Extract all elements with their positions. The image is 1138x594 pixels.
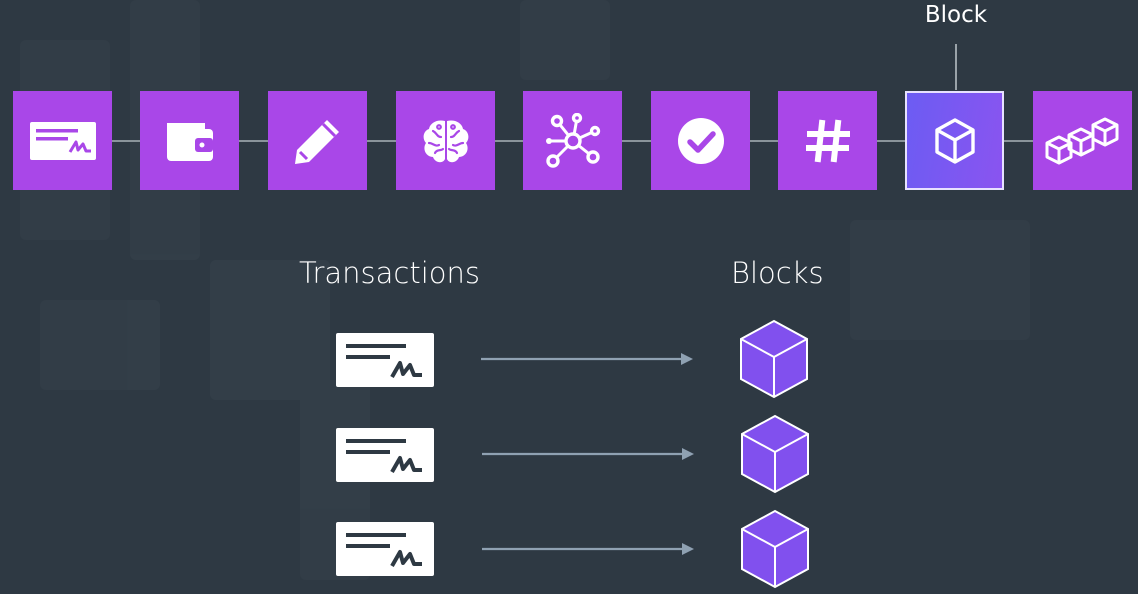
chained-cubes-icon [1045,117,1118,164]
mapping-arrow-2 [482,448,694,460]
step-sign [268,91,367,190]
transaction-card-3 [336,522,434,576]
blocks-heading: Blocks [731,256,824,290]
hash-icon [805,119,850,162]
transaction-card-2 [336,428,434,482]
step-validate [651,91,750,190]
network-nodes-icon [545,112,600,168]
transaction-check-icon [29,121,96,160]
transaction-check-icon [346,533,422,567]
transaction-check-icon [346,439,422,473]
checkmark-circle-icon [677,117,724,164]
wallet-icon [166,122,213,161]
mapping-arrow-3 [482,543,694,555]
block-cube-2 [741,414,809,494]
callout-connector-line [955,44,957,90]
transactions-heading: Transactions [299,256,481,290]
block-cube-3 [741,509,809,589]
step-wallet [140,91,239,190]
transaction-check-icon [346,344,422,378]
step-blockchain [1033,91,1132,190]
step-hash [778,91,877,190]
block-callout-label: Block [924,2,988,28]
block-cube-1 [740,319,808,399]
mapping-arrow-1 [481,353,693,365]
step-transaction [13,91,112,190]
step-block [905,91,1004,190]
brain-icon [423,119,468,162]
step-broadcast [523,91,622,190]
transaction-card-1 [336,333,434,387]
cube-icon [934,117,975,164]
pencil-icon [294,119,339,164]
step-verify-mind [396,91,495,190]
